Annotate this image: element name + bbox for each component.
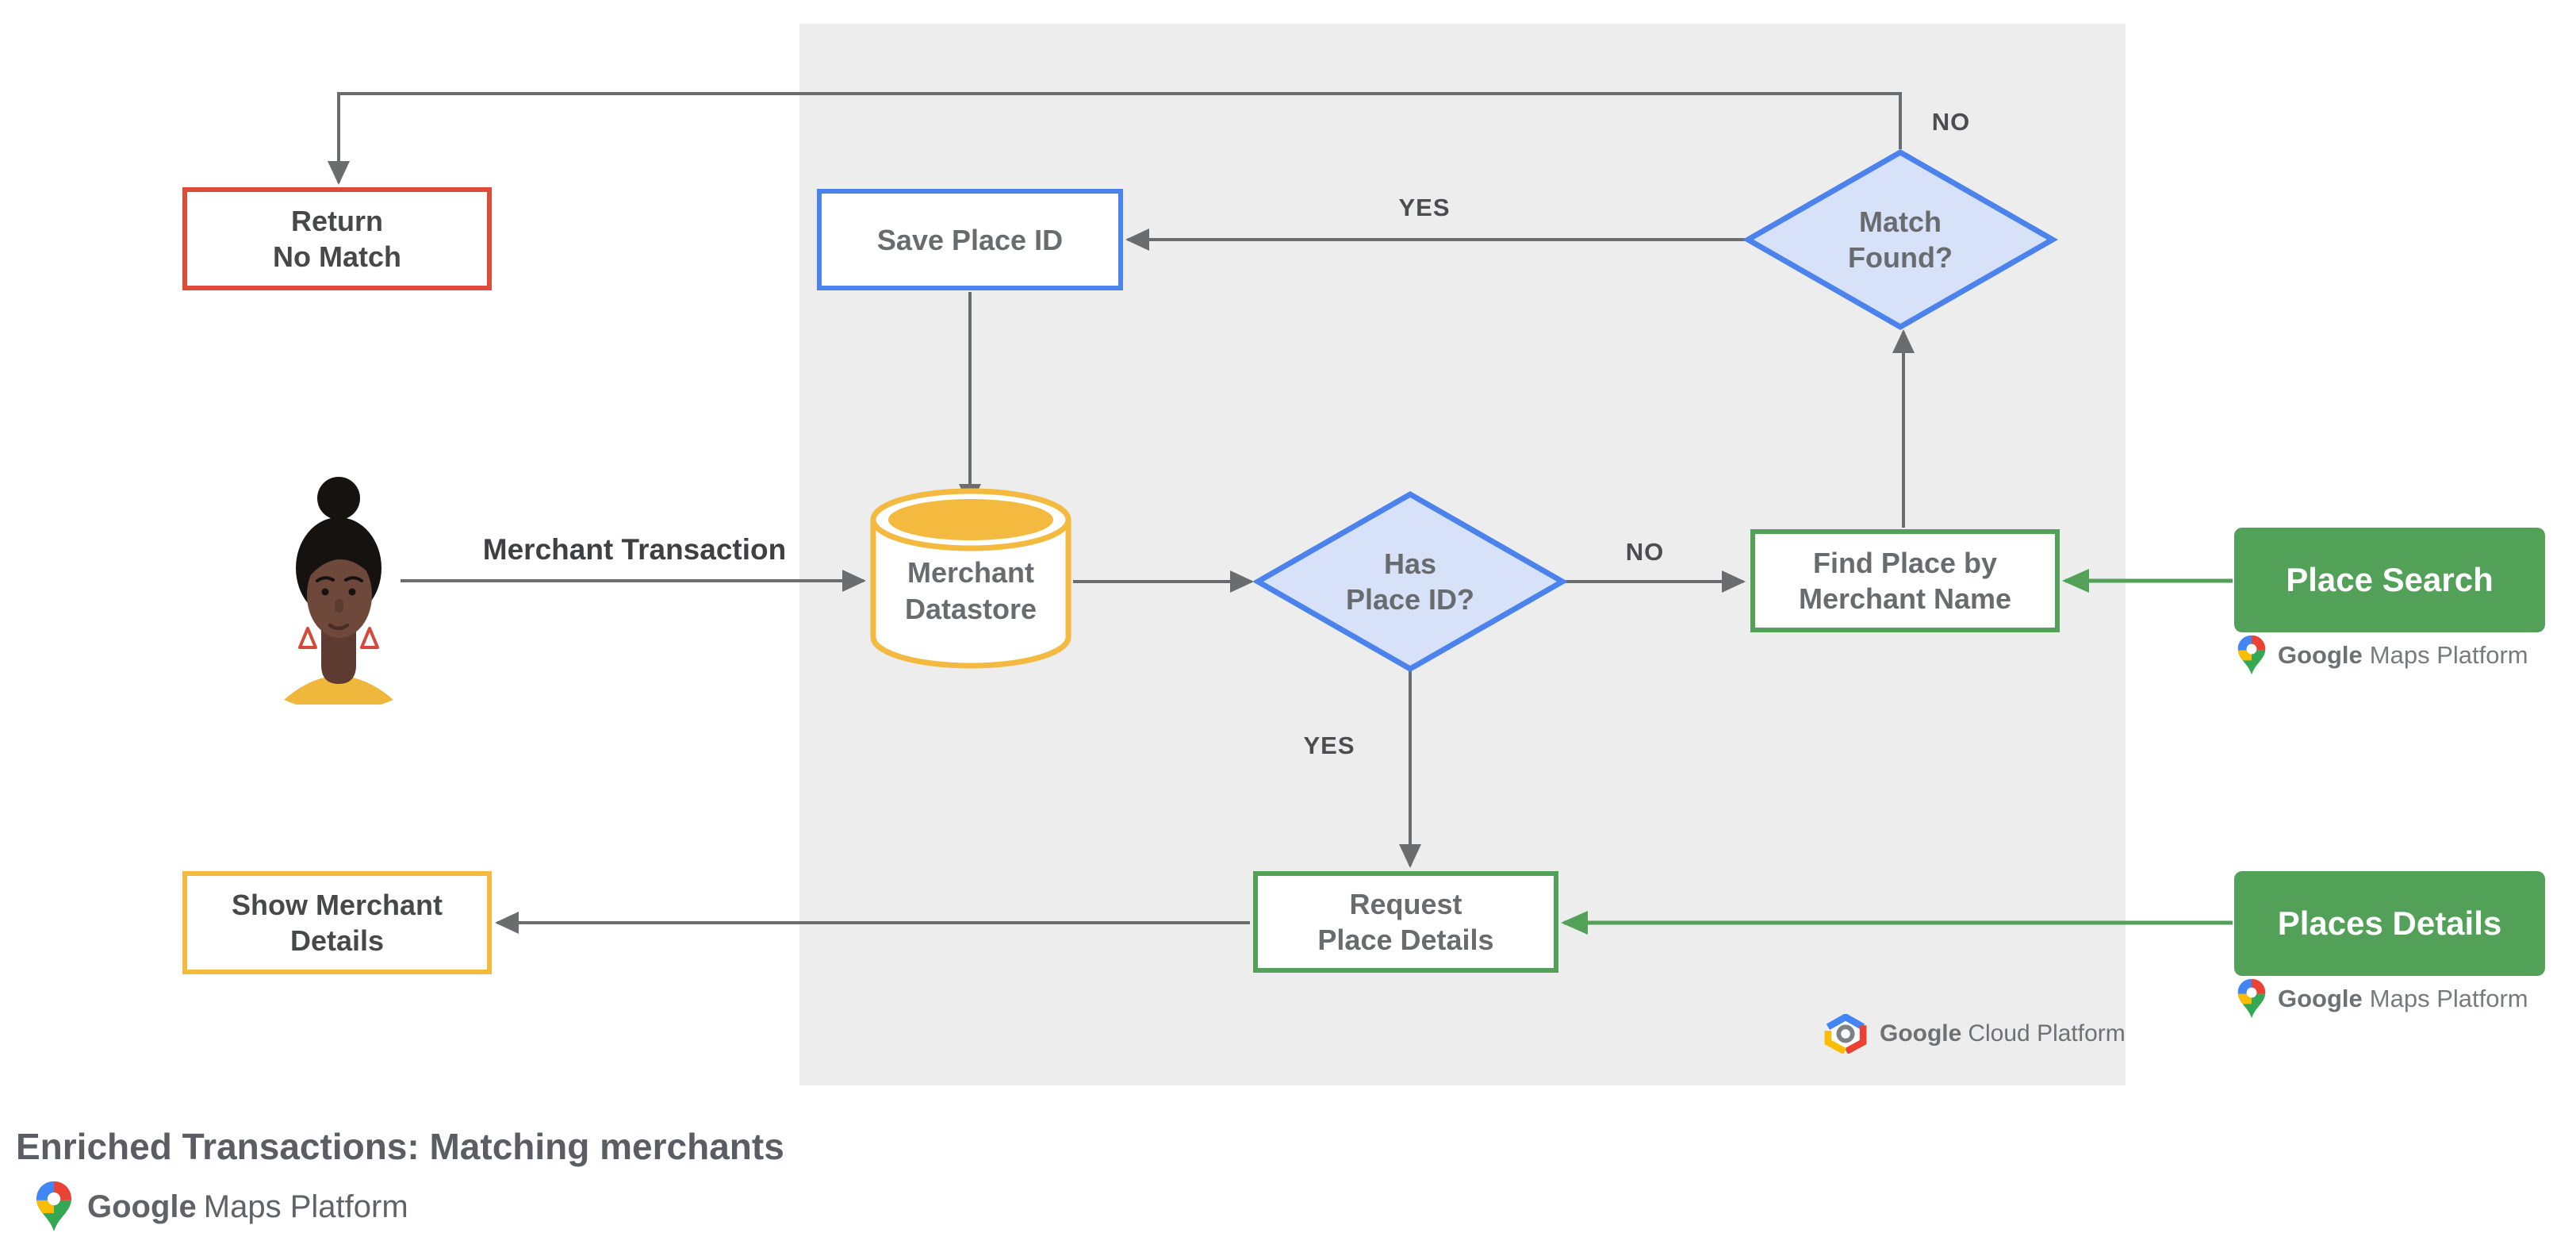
avatar-neck — [321, 621, 356, 684]
avatar-face — [307, 552, 372, 638]
node-return-no-match: Return No Match — [182, 187, 492, 290]
edge-label-yes-request: YES — [1303, 732, 1355, 759]
user-avatar — [284, 477, 393, 705]
avatar-earring-right — [360, 627, 379, 649]
node-match-found — [1742, 148, 2058, 331]
place-search-label: Place Search — [2286, 561, 2494, 598]
node-request-place-details: Request Place Details — [1253, 871, 1558, 973]
node-label: Merchant Name — [1798, 582, 2012, 615]
google-maps-pin-icon — [2237, 635, 2266, 675]
google-maps-pin-icon — [36, 1181, 71, 1232]
avatar-hair-bun — [317, 477, 360, 520]
avatar-earring-left — [298, 627, 317, 649]
node-label: Save Place ID — [876, 223, 1064, 256]
edge-label-yes-save: YES — [1398, 194, 1451, 221]
places-details-label: Places Details — [2277, 904, 2502, 942]
edge-label-no-loop: NO — [1931, 108, 1971, 136]
places-details-button: Places Details — [2234, 871, 2545, 976]
place-search-button: Place Search — [2234, 528, 2545, 632]
node-label: Find Place by — [1812, 547, 1998, 579]
node-label: No Match — [273, 240, 401, 273]
node-find-place-by-merchant-name: Find Place by Merchant Name — [1750, 529, 2060, 632]
node-has-place-id-label: Has Place ID? — [1345, 547, 1475, 616]
diagram-caption: Enriched Transactions: Matching merchant… — [16, 1126, 784, 1167]
node-label: Place Details — [1317, 924, 1494, 956]
node-label: Details — [289, 924, 385, 957]
google-maps-pin-icon — [2237, 978, 2266, 1019]
node-merchant-datastore — [870, 488, 1071, 669]
edge-label-merchant-transaction: Merchant Transaction — [482, 533, 787, 566]
node-label: Request — [1349, 888, 1462, 920]
node-match-found-label: Match Found? — [1848, 205, 1953, 274]
node-merchant-datastore-label: Merchant Datastore — [904, 556, 1037, 625]
node-has-place-id — [1252, 490, 1568, 673]
google-cloud-hexagon-icon — [1824, 1014, 1867, 1054]
edge-label-no-find: NO — [1625, 538, 1665, 566]
node-save-place-id: Save Place ID — [817, 189, 1123, 290]
avatar-fringe — [306, 539, 374, 579]
node-show-merchant-details: Show Merchant Details — [182, 871, 492, 974]
node-label: Return — [291, 205, 383, 237]
avatar-shirt — [284, 676, 393, 705]
node-label: Show Merchant — [231, 889, 443, 921]
